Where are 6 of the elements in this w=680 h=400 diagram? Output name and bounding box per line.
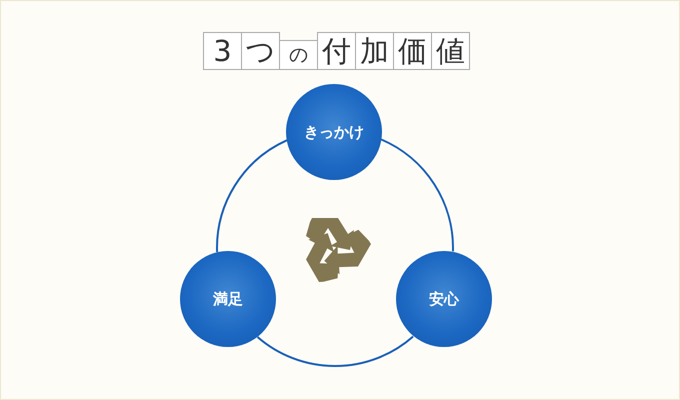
circle-node: 安心: [396, 251, 492, 347]
connector-arc: [380, 138, 454, 252]
connector-arc: [256, 336, 414, 367]
circle-node: きっかけ: [286, 84, 382, 180]
circle-node: 満足: [180, 251, 276, 347]
connector-arc: [216, 139, 288, 252]
